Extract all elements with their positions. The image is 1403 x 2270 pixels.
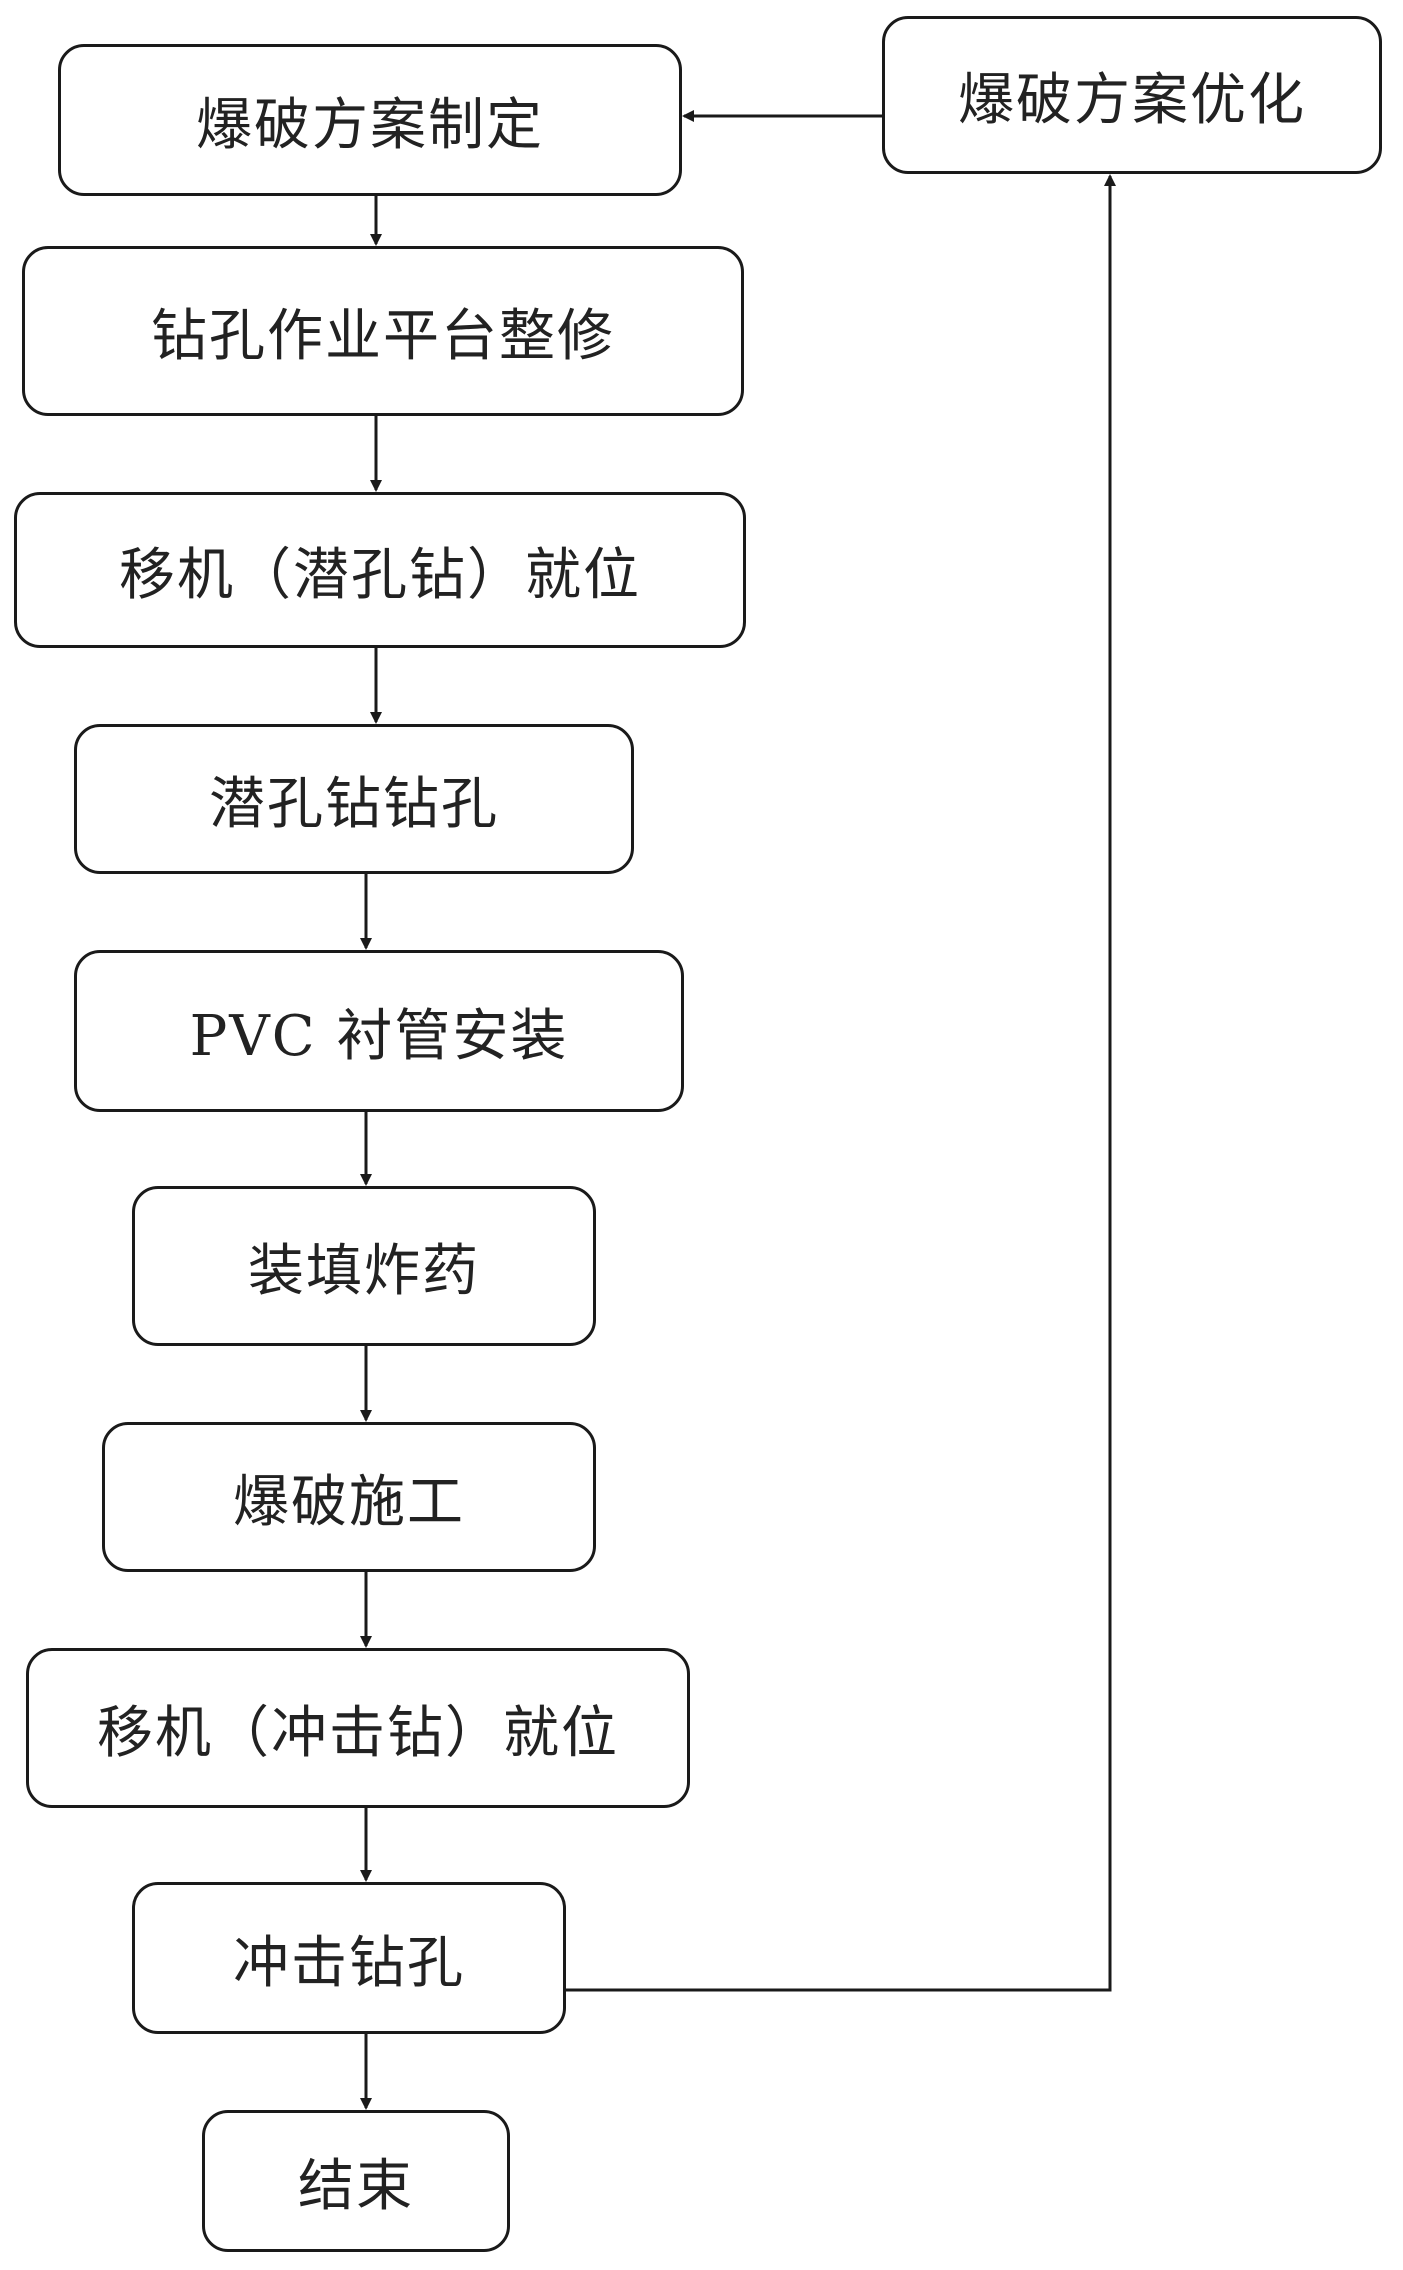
step-blasting-plan: 爆破方案制定	[58, 44, 682, 196]
step-move-impact-rig: 移机（冲击钻）就位	[26, 1648, 690, 1808]
step-plan-optimization: 爆破方案优化	[882, 16, 1382, 174]
step-end: 结束	[202, 2110, 510, 2252]
step-blasting: 爆破施工	[102, 1422, 596, 1572]
step-label: 爆破方案制定	[196, 92, 544, 158]
step-dth-drilling: 潜孔钻钻孔	[74, 724, 634, 874]
step-label: 移机（冲击钻）就位	[97, 1700, 619, 1766]
step-label: 装填炸药	[248, 1238, 480, 1304]
step-platform-repair: 钻孔作业平台整修	[22, 246, 744, 416]
step-label: 潜孔钻钻孔	[209, 771, 499, 837]
step-label: 爆破施工	[233, 1469, 465, 1535]
step-move-dth-rig: 移机（潜孔钻）就位	[14, 492, 746, 648]
step-label: 钻孔作业平台整修	[151, 303, 615, 369]
step-label: 冲击钻孔	[233, 1930, 465, 1996]
step-label: 移机（潜孔钻）就位	[119, 542, 641, 608]
step-impact-drilling: 冲击钻孔	[132, 1882, 566, 2034]
step-label: PVC 衬管安装	[189, 1003, 569, 1069]
step-label: 结束	[298, 2153, 414, 2219]
step-charge-explosives: 装填炸药	[132, 1186, 596, 1346]
step-pvc-liner-install: PVC 衬管安装	[74, 950, 684, 1112]
feedback-arrow-impact-drill-to-optimize	[566, 174, 1116, 1992]
step-label: 爆破方案优化	[958, 67, 1306, 133]
